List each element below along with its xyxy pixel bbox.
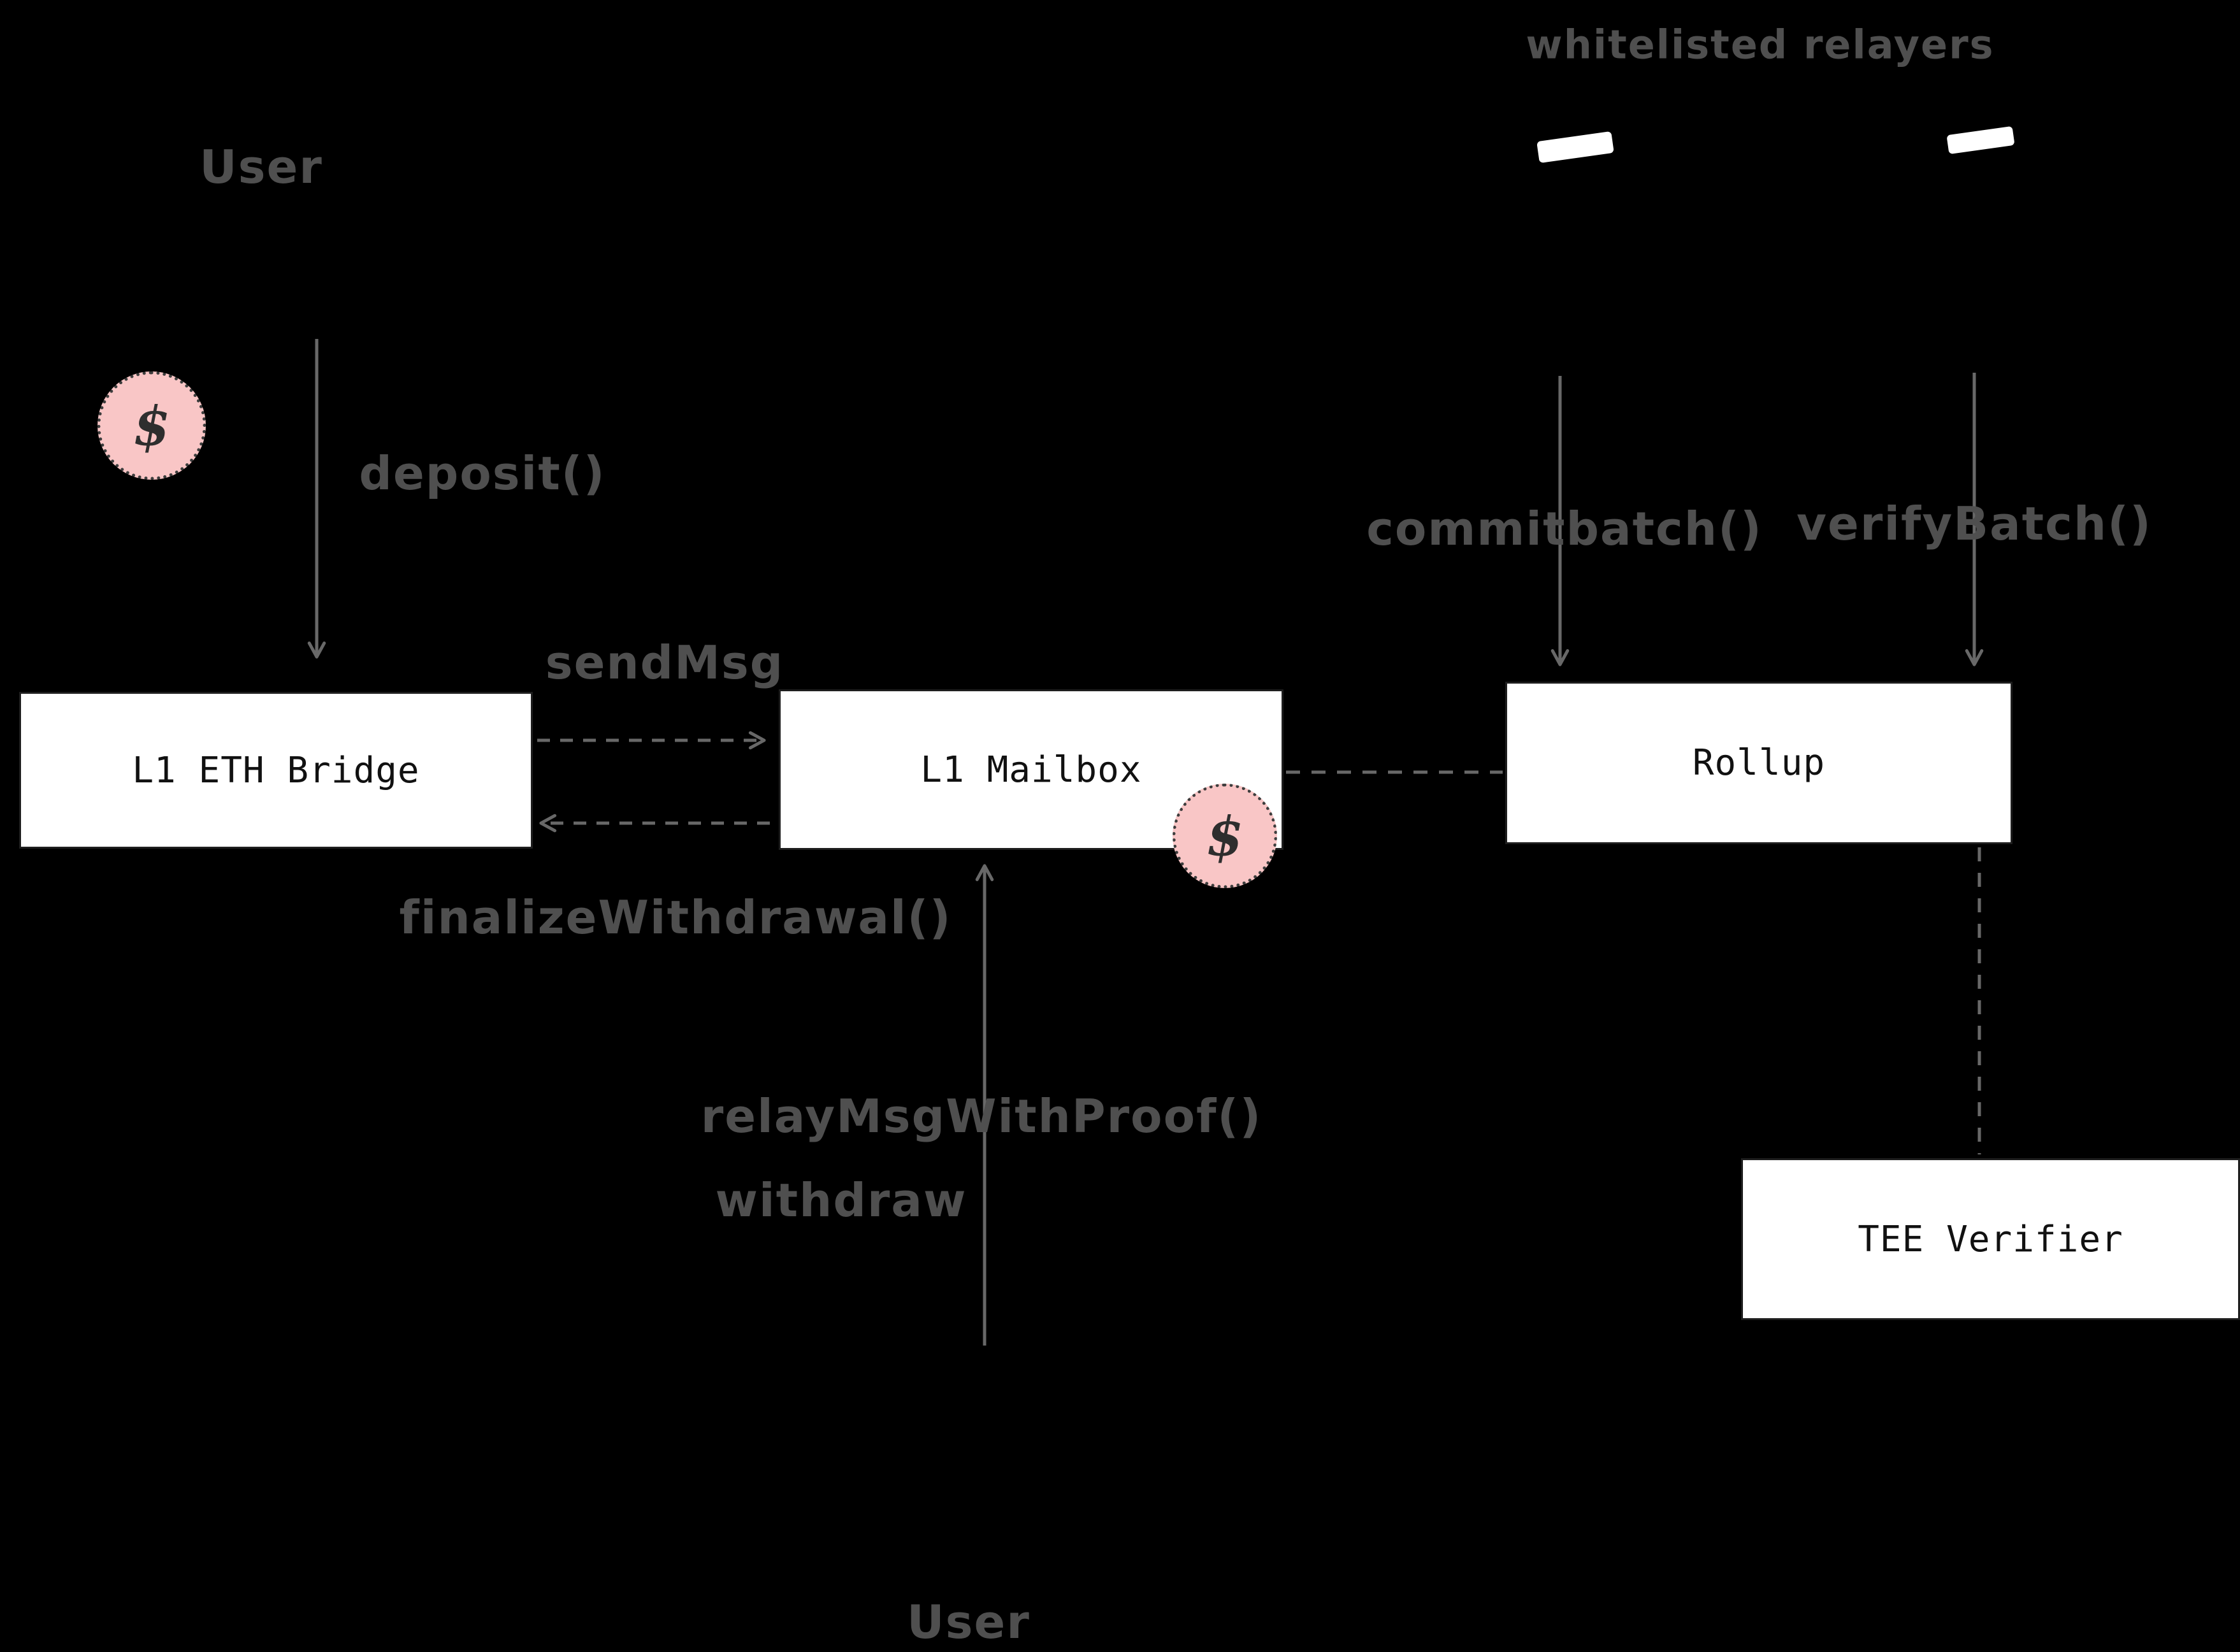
finalize-withdrawal-label: finalizeWithdrawal() <box>399 891 952 944</box>
sendmsg-label: sendMsg <box>545 636 784 689</box>
withdraw-label: withdraw <box>715 1174 967 1227</box>
node-l1-mailbox: L1 Mailbox <box>779 689 1283 850</box>
node-l1-eth-bridge: L1 ETH Bridge <box>19 692 533 849</box>
whitelisted-relayers-label: whitelisted relayers <box>1526 21 1995 68</box>
commitbatch-label: commitbatch() <box>1366 502 1763 556</box>
node-tee-verifier: TEE Verifier <box>1741 1158 2240 1320</box>
user-bottom-label: User <box>907 1595 1030 1649</box>
dollar-coin-icon: $ <box>1173 784 1277 888</box>
relay-msg-with-proof-label: relayMsgWithProof() <box>700 1089 1262 1143</box>
verifybatch-label: verifyBatch() <box>1796 497 2152 550</box>
dollar-symbol: $ <box>133 394 171 457</box>
node-rollup-label: Rollup <box>1692 742 1826 784</box>
relayer-laptop-icon <box>1946 126 2015 155</box>
user-top-label: User <box>199 140 323 194</box>
deposit-label: deposit() <box>359 447 606 500</box>
node-l1-mailbox-label: L1 Mailbox <box>920 749 1142 791</box>
node-tee-verifier-label: TEE Verifier <box>1858 1218 2123 1260</box>
dollar-coin-icon: $ <box>98 371 206 480</box>
relayer-laptop-icon <box>1536 131 1614 164</box>
dollar-symbol: $ <box>1206 804 1244 868</box>
node-rollup: Rollup <box>1505 682 2012 844</box>
node-l1-eth-bridge-label: L1 ETH Bridge <box>132 749 420 791</box>
